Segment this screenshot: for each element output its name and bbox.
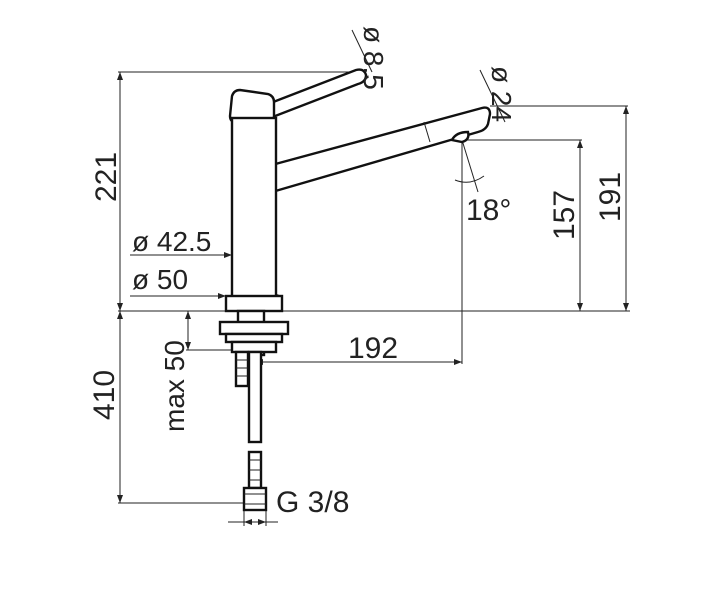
- label-reach: 192: [348, 332, 398, 365]
- hose-nut: [242, 486, 268, 512]
- label-thread: G 3/8: [276, 486, 349, 519]
- label-hose-length: 410: [88, 370, 121, 420]
- stud: [234, 350, 250, 388]
- spout-joint: [423, 121, 431, 143]
- spout-nozzle: [450, 130, 470, 144]
- dimension-lines: [118, 29, 630, 526]
- label-angle: 18°: [466, 194, 511, 227]
- hose: [247, 350, 263, 444]
- mounting-plate: [218, 320, 290, 336]
- base-ring: [224, 294, 284, 313]
- label-dia-base: ø 50: [132, 264, 188, 295]
- handle-lever: [266, 68, 368, 120]
- label-dia-handle: ø 8.5: [358, 26, 389, 90]
- label-dia-spout: ø 24: [486, 66, 517, 122]
- mounting-assembly: [218, 309, 290, 512]
- faucet-body: [224, 68, 492, 313]
- washer: [224, 332, 284, 344]
- label-height-total: 221: [90, 152, 123, 202]
- nut: [230, 340, 278, 354]
- label-dia-body: ø 42.5: [132, 226, 211, 257]
- label-max-thickness: max 50: [159, 340, 190, 432]
- label-height-spout-tip: 157: [548, 190, 581, 240]
- main-column: [230, 116, 278, 300]
- label-height-spout-top: 191: [594, 172, 627, 222]
- spout: [266, 106, 492, 194]
